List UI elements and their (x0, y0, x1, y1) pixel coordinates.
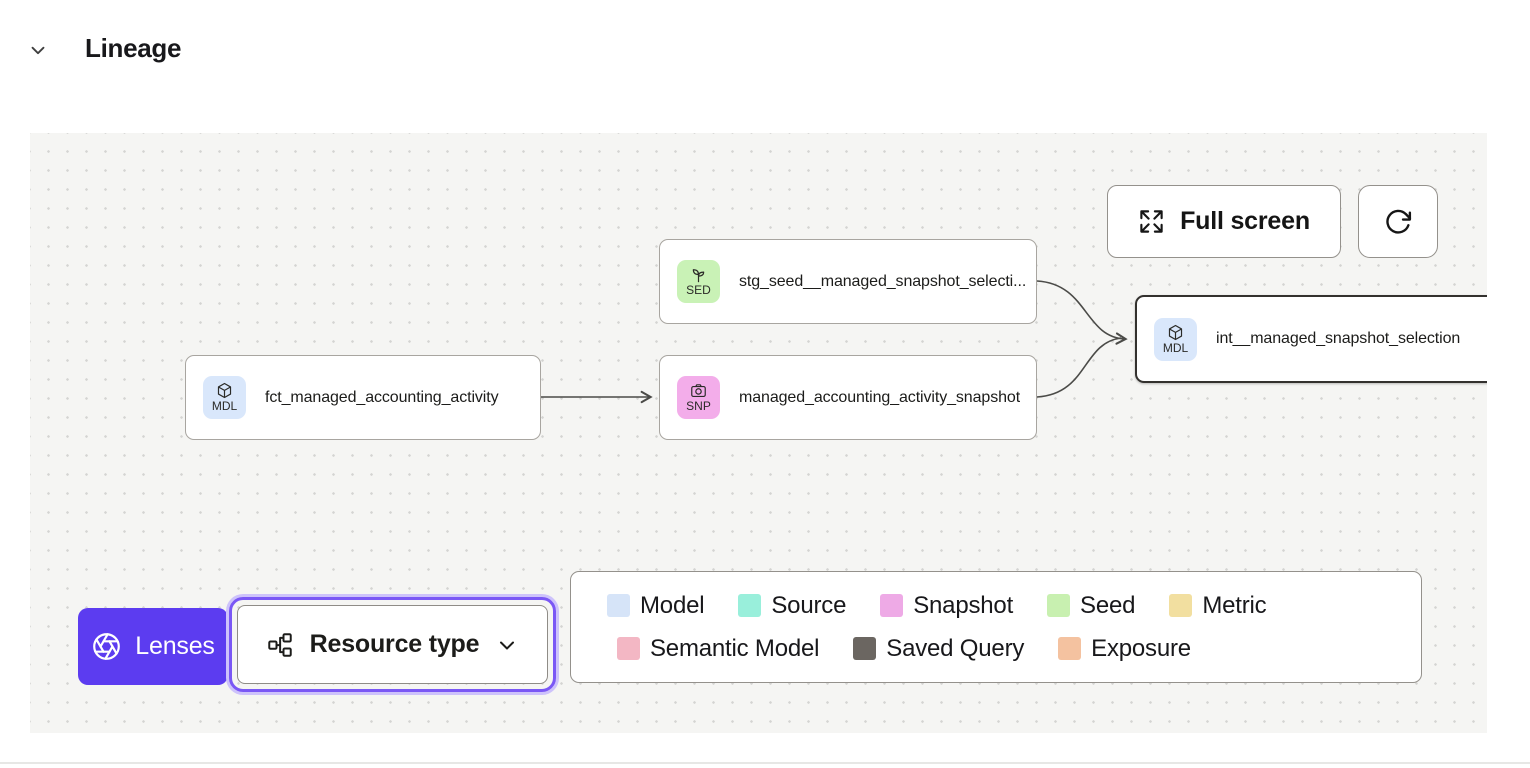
badge-label: MDL (1162, 340, 1189, 355)
node-stg-seed-managed-snapshot-selection[interactable]: SED stg_seed__managed_snapshot_selecti..… (659, 239, 1037, 324)
saved-query-swatch (853, 637, 877, 660)
snapshot-badge: SNP (677, 376, 720, 419)
legend-item-metric: Metric (1169, 592, 1267, 620)
lenses-button[interactable]: Lenses (78, 608, 228, 685)
lineage-header: Lineage (0, 0, 1530, 100)
legend-item-saved-query: Saved Query (853, 635, 1024, 663)
chevron-down-icon (500, 641, 515, 649)
cube-icon (217, 383, 232, 399)
resource-type-select[interactable]: Resource type (229, 597, 556, 692)
sprout-icon (692, 269, 705, 283)
seed-badge: SED (677, 260, 720, 303)
expand-icon (1140, 210, 1163, 233)
legend-item-seed: Seed (1047, 592, 1136, 620)
legend-item-semantic-model: Semantic Model (617, 635, 819, 663)
edge-sed-to-int (1036, 280, 1128, 345)
lenses-label: Lenses (135, 632, 215, 660)
page-title: Lineage (85, 33, 182, 63)
model-badge: MDL (1154, 317, 1197, 361)
model-swatch (607, 594, 630, 617)
badge-label: MDL (211, 399, 238, 414)
legend-row-1: Model Source Snapshot Seed Metric (607, 592, 1421, 620)
legend-item-model: Model (607, 592, 705, 620)
node-label: int__managed_snapshot_selection (1216, 330, 1461, 347)
model-badge: MDL (203, 376, 246, 419)
badge-label: SNP (686, 399, 711, 414)
lineage-canvas[interactable]: MDL fct_managed_accounting_activity SED … (30, 133, 1487, 733)
collapse-section-button[interactable] (26, 38, 50, 62)
seed-swatch (1047, 594, 1071, 617)
node-label: fct_managed_accounting_activity (265, 388, 499, 406)
refresh-icon (1386, 209, 1412, 234)
exposure-swatch (1058, 637, 1082, 660)
resource-type-label: Resource type (309, 630, 480, 658)
full-screen-button[interactable]: Full screen (1107, 185, 1341, 258)
legend-item-exposure: Exposure (1058, 635, 1191, 663)
legend-row-2: Semantic Model Saved Query Exposure (607, 635, 1421, 663)
legend-item-snapshot: Snapshot (880, 592, 1013, 620)
node-label: stg_seed__managed_snapshot_selecti... (739, 272, 1027, 290)
resource-hierarchy-icon (267, 632, 292, 657)
snapshot-swatch (880, 594, 904, 617)
camera-icon (691, 384, 706, 398)
chevron-down-icon (31, 46, 45, 55)
full-screen-label: Full screen (1180, 207, 1310, 235)
edge-snp-to-int (1036, 337, 1122, 398)
resource-type-legend: Model Source Snapshot Seed Metric (570, 571, 1422, 683)
node-managed-accounting-activity-snapshot[interactable]: SNP managed_accounting_activity_snapshot (659, 355, 1037, 440)
badge-label: SED (686, 283, 711, 298)
node-label: managed_accounting_activity_snapshot (739, 388, 1021, 406)
resource-type-button[interactable]: Resource type (237, 605, 548, 684)
legend-item-source: Source (738, 592, 846, 620)
metric-swatch (1169, 594, 1193, 617)
aperture-icon (93, 633, 121, 660)
source-swatch (738, 594, 762, 617)
node-fct-managed-accounting-activity[interactable]: MDL fct_managed_accounting_activity (185, 355, 541, 440)
bottom-divider (0, 762, 1530, 764)
cube-icon (1168, 324, 1183, 340)
semantic-model-swatch (617, 637, 640, 660)
node-int-managed-snapshot-selection[interactable]: MDL int__managed_snapshot_selection (1135, 295, 1487, 383)
refresh-button[interactable] (1358, 185, 1438, 258)
